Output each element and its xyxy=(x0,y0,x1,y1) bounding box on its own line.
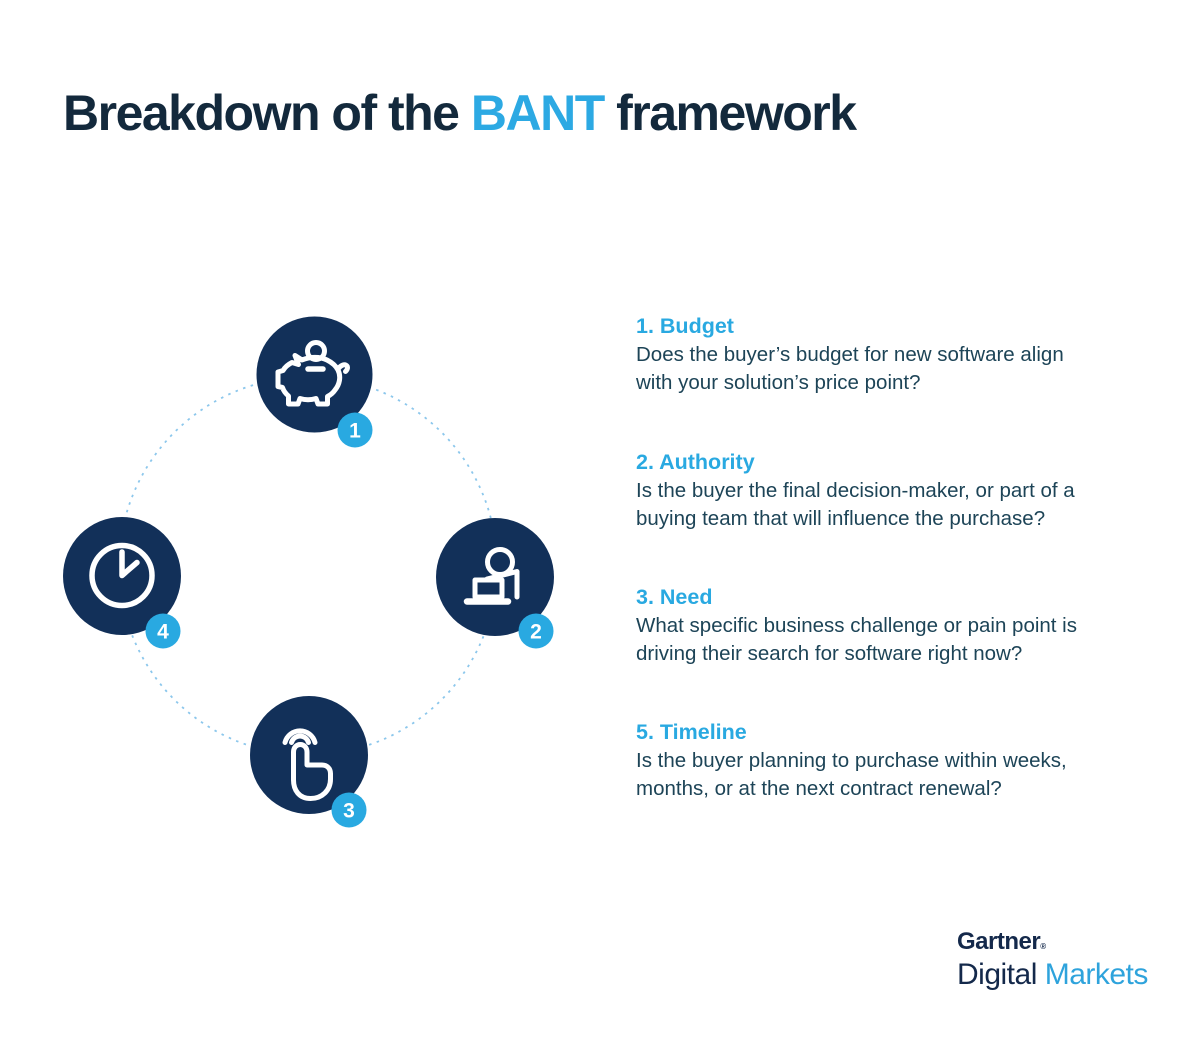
logo-digital: Digital xyxy=(957,958,1037,991)
section-budget: 1. Budget Does the buyer’s budget for ne… xyxy=(636,311,1064,396)
logo-brand: Gartner xyxy=(957,928,1041,955)
section-timeline: 5. Timeline Is the buyer planning to pur… xyxy=(636,717,1067,802)
section-timeline-line1: Is the buyer planning to purchase within… xyxy=(636,749,1067,772)
title-prefix: Breakdown of the xyxy=(63,85,471,141)
section-authority-line1: Is the buyer the final decision-maker, o… xyxy=(636,479,1075,502)
node-authority: 2 xyxy=(436,518,554,649)
section-need: 3. Need What specific business challenge… xyxy=(636,582,1077,667)
presenter-desk-icon xyxy=(463,547,520,605)
section-timeline-line2: months, or at the next contract renewal? xyxy=(636,776,1002,800)
piggy-bank-icon xyxy=(275,340,350,407)
node-circle xyxy=(256,316,373,433)
badge-circle xyxy=(337,412,373,448)
section-authority-line2: buying team that will influence the purc… xyxy=(636,506,1046,530)
title-suffix: framework xyxy=(603,85,857,141)
section-authority-heading: 2. Authority xyxy=(636,450,755,474)
page-title: Breakdown of the BANT framework xyxy=(63,85,857,141)
node-timeline: 4 xyxy=(63,517,181,649)
logo-product-line: Digital Markets xyxy=(957,960,1148,990)
node-budget: 1 xyxy=(256,316,373,448)
tap-finger-icon xyxy=(282,728,333,801)
section-need-line2: driving their search for software right … xyxy=(636,641,1023,665)
section-authority: 2. Authority Is the buyer the final deci… xyxy=(636,447,1075,532)
badge-circle xyxy=(145,613,181,649)
bant-cycle-diagram: 1 2 3 xyxy=(63,316,554,828)
badge-circle xyxy=(331,792,367,828)
badge-number-3: 3 xyxy=(343,800,355,823)
clock-icon xyxy=(89,542,155,609)
section-budget-line1: Does the buyer’s budget for new software… xyxy=(636,343,1064,366)
title-highlight-bant: BANT xyxy=(470,85,605,141)
section-need-heading: 3. Need xyxy=(636,585,713,609)
logo-markets: Markets xyxy=(1036,958,1149,991)
badge-number-4: 4 xyxy=(157,621,169,644)
section-need-line1: What specific business challenge or pain… xyxy=(636,614,1077,637)
section-budget-line2: with your solution’s price point? xyxy=(636,370,921,394)
badge-number-2: 2 xyxy=(530,621,542,644)
section-timeline-heading: 5. Timeline xyxy=(636,720,747,744)
gartner-digital-markets-logo: Gartner® Digital Markets xyxy=(957,930,1148,990)
registered-mark: ® xyxy=(1040,942,1047,951)
badge-circle xyxy=(518,613,554,649)
section-budget-heading: 1. Budget xyxy=(636,314,734,338)
node-need: 3 xyxy=(250,696,368,828)
logo-brand-line: Gartner® xyxy=(957,930,1148,954)
badge-number-1: 1 xyxy=(349,420,361,443)
